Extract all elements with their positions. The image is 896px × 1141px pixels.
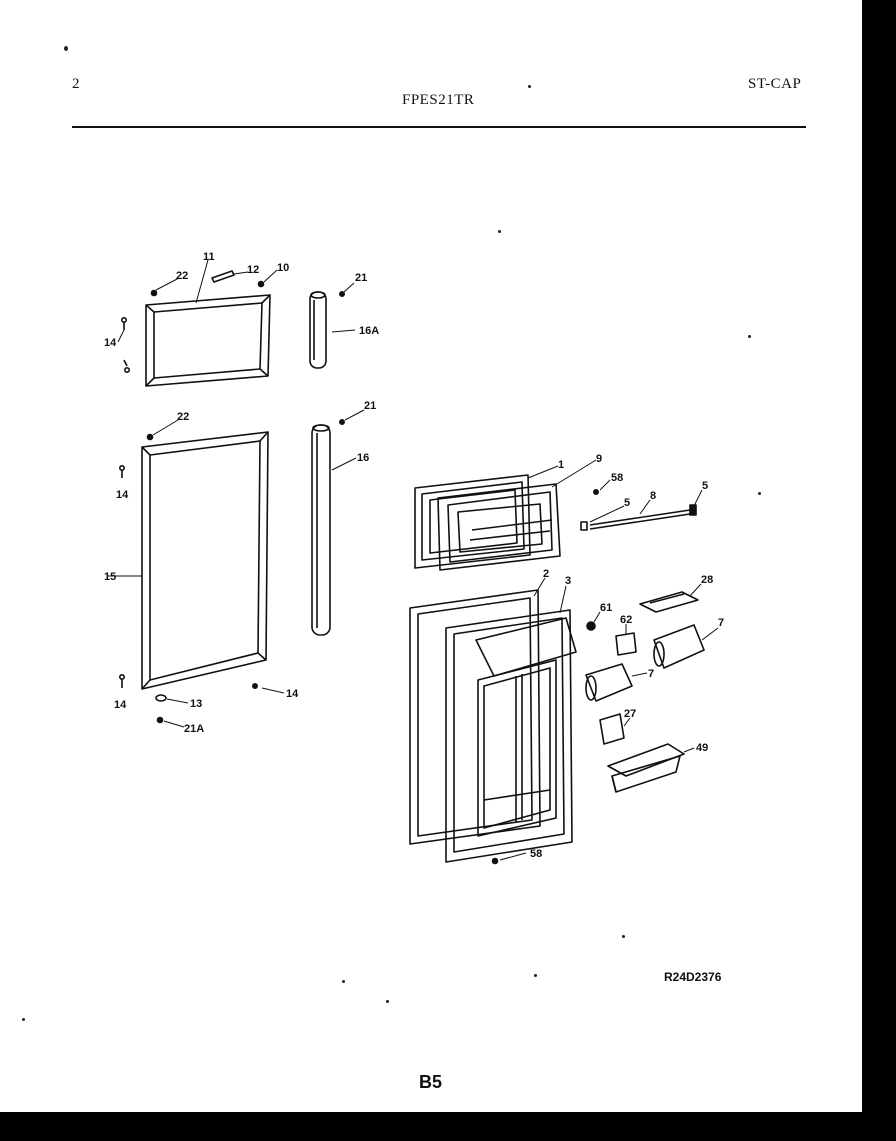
scan-speck: [758, 492, 761, 495]
drawing-reference: R24D2376: [664, 970, 722, 984]
screw-58-top: [592, 488, 599, 495]
callout: 27: [624, 708, 636, 720]
screw-22-mid: [146, 433, 154, 441]
callout: 7: [718, 617, 724, 629]
screw-10: [257, 280, 265, 288]
scan-speck: [748, 335, 751, 338]
scan-speck: [498, 230, 501, 233]
scan-speck: [64, 46, 68, 51]
callout: 22: [176, 270, 188, 282]
screw-22-top: [150, 289, 158, 297]
callout: 5: [624, 497, 630, 509]
dairy-bin: [607, 743, 685, 793]
short-handle: [309, 291, 327, 369]
bin-divider: [599, 713, 625, 745]
callout: 13: [190, 698, 202, 710]
model-number: FPES21TR: [402, 92, 475, 108]
callout: 14: [114, 699, 127, 711]
callout: 58: [611, 472, 623, 484]
callout: 21A: [184, 723, 204, 735]
page-code: B5: [419, 1072, 443, 1092]
callout: 62: [620, 614, 632, 626]
callout: 11: [203, 251, 215, 263]
callout: 16A: [359, 325, 379, 337]
screw-14-top: [121, 316, 131, 373]
fresh-food-door-outer: [409, 589, 541, 845]
fresh-food-door-gasket: [141, 431, 269, 690]
scan-speck: [622, 935, 625, 938]
scan-speck: [342, 980, 345, 983]
callout: 22: [177, 411, 189, 423]
section-code: ST-CAP: [748, 76, 802, 92]
callout: 1: [558, 459, 564, 471]
callout-labels: 22 11 12 10 21 14 16A 22 21 16 14 15 14 …: [104, 251, 724, 860]
callout: 28: [701, 574, 713, 586]
button-part-61: [586, 621, 596, 631]
header-rule: [72, 126, 806, 128]
callout: 49: [696, 742, 708, 754]
page-number: 2: [72, 76, 80, 92]
screw-14-mid: [119, 464, 259, 689]
scan-speck: [22, 1018, 25, 1021]
exploded-door-diagram: 22 11 12 10 21 14 16A 22 21 16 14 15 14 …: [104, 251, 724, 865]
callout: 58: [530, 848, 542, 860]
freezer-door-liner: [437, 483, 561, 571]
callout: 21: [364, 400, 376, 412]
freezer-door-gasket: [145, 294, 271, 387]
fresh-food-door-liner: [445, 609, 577, 863]
parts-diagram-page: 2 FPES21TR ST-CAP: [0, 0, 862, 1112]
egg-tray: [639, 591, 699, 613]
screw-21-mid: [338, 418, 345, 425]
callout: 14: [104, 337, 117, 349]
callout-leaders: [108, 259, 719, 861]
callout: 7: [648, 668, 654, 680]
clip-part: [211, 270, 235, 283]
freezer-door-panel: [414, 474, 531, 569]
callout: 12: [247, 264, 259, 276]
callout: 16: [357, 452, 369, 464]
callout: 2: [543, 568, 549, 580]
label-plate: [615, 632, 637, 656]
callout: 14: [116, 489, 129, 501]
callout: 3: [565, 575, 571, 587]
door-bin-upper: [653, 624, 705, 669]
shelf-rod: [580, 504, 697, 531]
screw-21-top: [338, 290, 345, 297]
callout: 21: [355, 272, 367, 284]
callout: 61: [600, 602, 612, 614]
callout: 8: [650, 490, 656, 502]
callout: 10: [277, 262, 289, 274]
scan-speck: [534, 974, 537, 977]
screw-58-bottom: [491, 857, 499, 865]
door-bin-lower: [585, 663, 633, 702]
callout: 5: [702, 480, 708, 492]
callout: 9: [596, 453, 602, 465]
long-handle: [311, 424, 331, 636]
hinge-parts: [155, 694, 167, 724]
callout: 14: [286, 688, 299, 700]
callout: 15: [104, 571, 116, 583]
scan-speck: [528, 85, 531, 88]
scan-speck: [386, 1000, 389, 1003]
